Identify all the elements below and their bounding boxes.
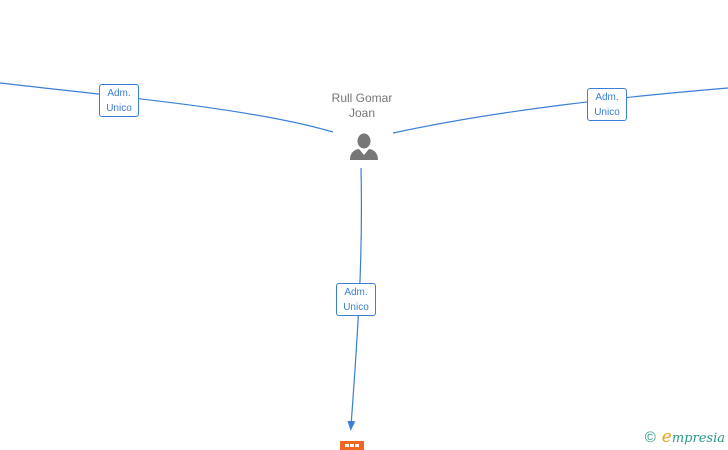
edge-label-left[interactable]: Adm. Unico [99, 84, 139, 117]
brand-logo: empresia [662, 428, 725, 448]
brand-initial: e [661, 427, 672, 447]
edge-label-left-line1: Adm. [107, 88, 131, 99]
person-icon[interactable] [349, 132, 379, 162]
person-name-line2: Joan [348, 106, 376, 120]
company-building-icon[interactable] [340, 441, 364, 450]
edge-label-left-line2: Unico [106, 103, 132, 114]
person-name-line1: Rull Gomar [331, 91, 393, 105]
edge-label-right-line1: Adm. [595, 92, 619, 103]
empresia-watermark: © empresia [644, 428, 725, 448]
edge-label-bottom-line1: Adm. [344, 287, 368, 298]
copyright-symbol: © [644, 429, 656, 446]
edge-label-bottom-line2: Unico [343, 302, 369, 313]
person-name[interactable]: Rull Gomar Joan [312, 91, 412, 121]
edge-line-left [0, 82, 334, 133]
edge-label-right[interactable]: Adm. Unico [587, 88, 627, 121]
brand-rest: mpresia [671, 431, 725, 446]
edge-label-bottom[interactable]: Adm. Unico [336, 283, 376, 316]
edge-line-right [392, 87, 728, 134]
edge-label-right-line2: Unico [594, 107, 620, 118]
